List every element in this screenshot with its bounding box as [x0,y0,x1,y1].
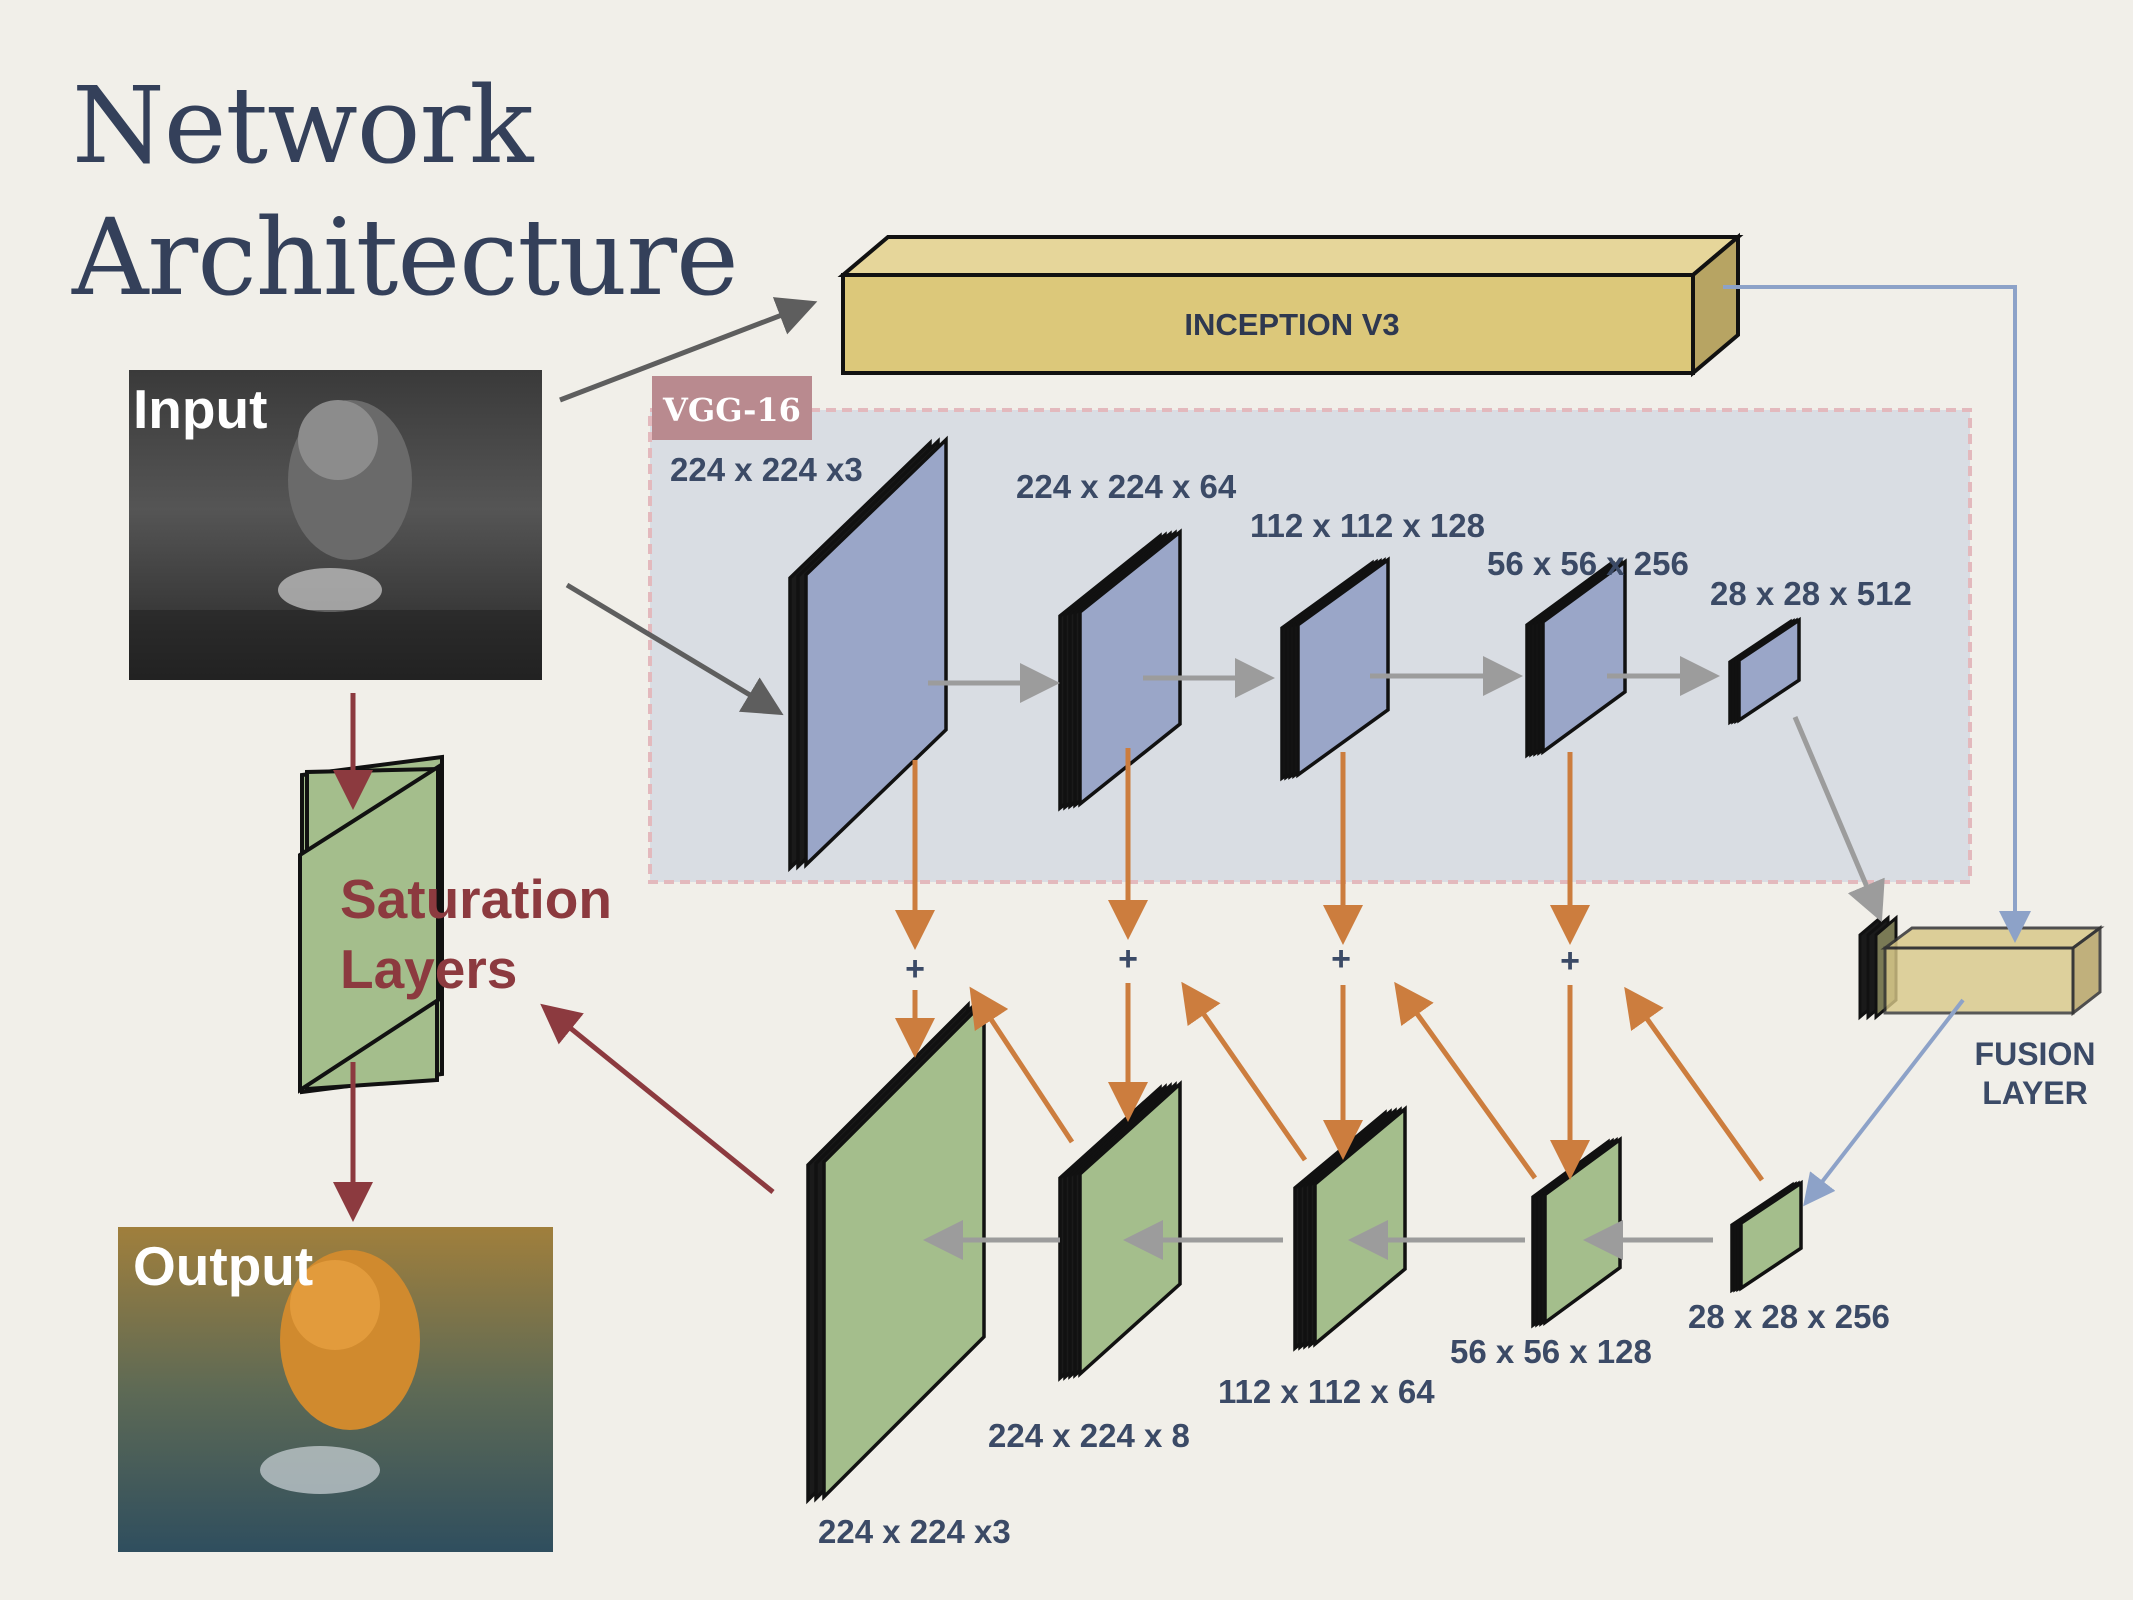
decoder-stack-5-sheet [1739,1179,1803,1292]
title-line-1: Network [72,64,534,187]
decoder-stack-4-sheet [1543,1136,1622,1327]
input-label: Input [133,378,267,440]
flow-arrows [333,285,2031,1260]
arrow-enc-to-fusion [1792,716,1885,923]
decoder-stack-4 [1531,1136,1622,1329]
fusion-label-line-1: FUSION [1975,1036,2096,1072]
vgg-tag-box [652,376,812,440]
arrow-input-to-vgg [565,582,784,716]
arrow-fusion-to-decoder [1803,998,1965,1207]
plus-sign: + [905,950,925,988]
decoder-layer-label-1: 224 x 224 x3 [818,1513,1011,1550]
decoder-stack-2 [1058,1080,1182,1382]
decoder-layers [806,997,1803,1505]
vgg-layer-label-4: 56 x 56 x 256 [1487,545,1689,582]
decoder-layer-label-3: 112 x 112 x 64 [1218,1373,1435,1410]
vgg-layer-label-5: 28 x 28 x 512 [1710,575,1912,612]
decoder-layer-label-2: 224 x 224 x 8 [988,1417,1190,1454]
encoder-stack-4 [1525,558,1627,759]
inception-label: INCEPTION V3 [1184,307,1399,342]
page-title: Network Architecture [72,60,739,324]
plus-sign: + [1331,940,1351,978]
encoder-stack-1-sheet [804,435,948,869]
encoder-stack-4-sheet [1541,558,1627,756]
fusion-layer-block [1858,914,2105,1021]
vgg-layer-label-2: 224 x 224 x 64 [1016,468,1237,505]
encoder-stack-1 [788,435,948,873]
decoder-stack-2-sheet [1078,1080,1182,1378]
encoder-stack-3-sheet [1296,556,1390,779]
vgg-layer-label-1: 224 x 224 x3 [670,451,863,488]
encoder-stack-2 [1058,528,1182,812]
decoder-layer-label-4: 56 x 56 x 128 [1450,1333,1652,1370]
decoder-stack-5 [1730,1179,1803,1294]
encoder-stack-3 [1280,556,1390,782]
encoder-layers [788,435,1801,873]
plus-sign: + [1118,940,1138,978]
vgg-layer-label-3: 112 x 112 x 128 [1250,507,1485,544]
encoder-stack-5 [1728,616,1801,726]
fusion-label-line-2: LAYER [1982,1075,2088,1111]
arrow-input-to-inception [559,297,818,403]
output-label: Output [133,1235,313,1297]
decoder-layer-label-5: 28 x 28 x 256 [1688,1298,1890,1335]
arrow-inception-to-fusion [1723,285,2031,943]
saturation-label-line-2: Layers [340,938,517,1000]
plus-sign: + [1560,942,1580,980]
decoder-stack-1 [806,997,986,1505]
decoder-stack-3-sheet [1313,1105,1407,1348]
decoder-stack-3 [1293,1105,1407,1352]
title-line-2: Architecture [72,196,739,319]
inception-v3-block [837,232,1744,378]
output-image [118,1227,553,1552]
vgg-tag: VGG-16 [662,391,801,429]
saturation-layers-stack [298,754,444,1095]
encoder-stack-2-sheet [1078,528,1182,808]
saturation-label-line-1: Saturation [340,868,612,930]
input-image [129,370,542,680]
encoder-stack-5-sheet [1737,616,1801,724]
